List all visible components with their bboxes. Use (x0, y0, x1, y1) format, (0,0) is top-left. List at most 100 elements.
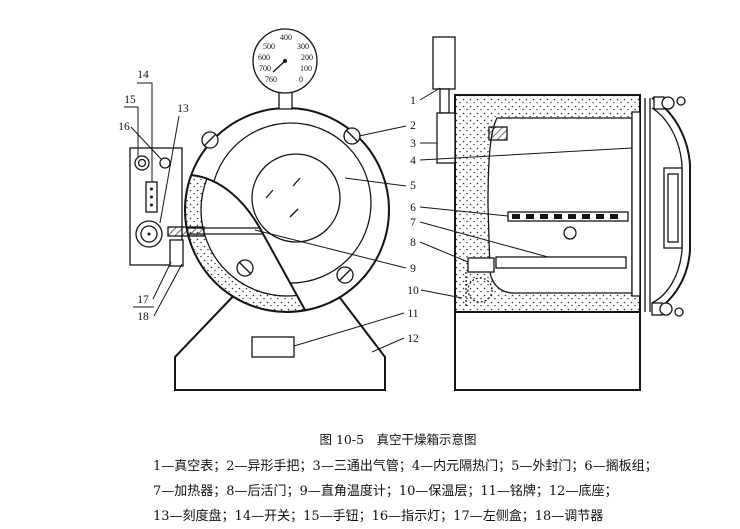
leader-line (419, 147, 633, 161)
legend-line: 1—真空表；2—异形手把；3—三通出气管；4—内元隔热门；5—外封门；6—搁板组… (153, 458, 658, 474)
outer-door-shell (651, 97, 691, 314)
callout-label: 7 (410, 217, 416, 229)
rear-valve-wheel (467, 277, 493, 303)
shelf-slot (610, 214, 618, 219)
legend-line: 7—加热器；8—后活门；9—直角温度计；10—保温层；11—铭牌；12—底座； (153, 483, 617, 499)
section-base (454, 312, 641, 391)
leader-line (344, 177, 407, 187)
callout-label: 15 (124, 94, 136, 106)
legend-line: 13—刻度盘；14—开关；15—手钮；16—指示灯；17—左侧盒；18—调节器 (153, 508, 603, 524)
rear-valve (467, 257, 495, 273)
callout-label: 17 (137, 294, 149, 306)
leader-line (254, 229, 407, 269)
leader-line (371, 337, 405, 353)
hinge-knob-bottom (659, 302, 673, 316)
gauge-scale-label: 300 (297, 42, 309, 51)
leader-line (153, 263, 183, 317)
callout-label: 4 (410, 155, 416, 167)
nameplate (251, 336, 295, 358)
leader-line (124, 106, 139, 157)
gauge-scale-label: 600 (258, 53, 270, 62)
gauge-scale-label: 500 (263, 42, 275, 51)
shelf-slot (554, 214, 562, 219)
viewing-window (251, 153, 341, 243)
switch-dot (150, 203, 153, 207)
handle-knob-slot (203, 133, 217, 147)
shelf-edge-bar (167, 226, 205, 237)
leader-line (420, 289, 463, 299)
callout-label: 6 (410, 202, 416, 214)
base-pedestal (174, 287, 386, 391)
shelf-slot (512, 214, 520, 219)
leader-line (358, 125, 407, 137)
handle-knob-slot (338, 268, 352, 282)
leader-line (152, 261, 172, 300)
hinge-screw-top (676, 96, 686, 106)
callout-label: 2 (410, 120, 416, 132)
shelf-slot (582, 214, 590, 219)
glass-glint-mark (289, 208, 299, 218)
three-way-outlet-pipe (436, 112, 456, 164)
handle-knob (336, 266, 354, 284)
gauge-scale-label: 0 (299, 75, 303, 84)
leader-line (159, 115, 180, 224)
figure-title: 图 10-5 真空干燥箱示意图 (319, 432, 476, 447)
left-side-box (169, 239, 184, 267)
callout-label: 18 (137, 311, 149, 323)
section-view (432, 36, 691, 391)
scale-dial-center (147, 232, 151, 236)
callout-label: 8 (410, 237, 416, 249)
handle-knob (343, 127, 361, 145)
hand-knob-inner (137, 158, 147, 168)
gauge-stem (439, 88, 450, 114)
handle-knob (201, 131, 219, 149)
vacuum-gauge-side (432, 36, 456, 90)
leader-line (293, 312, 405, 347)
handle-knob (236, 259, 254, 277)
gauge-scale-label: 700 (259, 64, 271, 73)
gauge-scale-label: 200 (301, 53, 313, 62)
callout-label: 10 (407, 285, 419, 297)
callout-column: 1 2 3 4 5 6 7 8 9 10 11 12 (254, 87, 633, 353)
gauge-needle (272, 60, 286, 73)
leader-line (130, 126, 162, 160)
callout-label: 11 (407, 308, 418, 320)
glass-glint-mark (265, 189, 274, 199)
callout-label: 5 (410, 180, 416, 192)
leader-line (419, 221, 549, 258)
leader-line (419, 241, 469, 263)
outlet-pipe-seat (488, 126, 508, 141)
switch-dot (150, 195, 153, 199)
switch-dot (150, 187, 153, 191)
handle-knob-slot (345, 129, 359, 143)
gauge-pivot (283, 59, 287, 63)
callout-label: 12 (407, 333, 419, 345)
glass-glint-mark (292, 177, 301, 187)
door-window-glass (667, 173, 679, 243)
leader-line (419, 87, 441, 101)
gauge-scale-label: 400 (280, 33, 292, 42)
gauge-scale-label: 760 (265, 75, 277, 84)
callout-label: 1 (410, 95, 416, 107)
handle-knob-slot (238, 261, 252, 275)
hinge-screw-bottom (674, 307, 684, 317)
hinge-knob-top (661, 96, 675, 110)
shelf-slot (526, 214, 534, 219)
figure-caption: 图 10-5 真空干燥箱示意图 1—真空表；2—异形手把；3—三通出气管；4—内… (153, 432, 658, 524)
leader-line (419, 206, 509, 217)
callout-label: 14 (137, 69, 149, 81)
heater (495, 256, 627, 269)
thermometer-port (563, 226, 577, 240)
indicator-lamp (159, 157, 171, 169)
shelf-slot (596, 214, 604, 219)
gauge-neck (278, 91, 293, 110)
callout-label: 13 (177, 103, 189, 115)
callout-label: 16 (118, 121, 130, 133)
callout-label: 9 (410, 263, 416, 275)
shelf-slot (568, 214, 576, 219)
inner-insulated-door (631, 111, 641, 297)
callout-label: 3 (410, 138, 416, 150)
cutaway-edge (190, 174, 306, 311)
